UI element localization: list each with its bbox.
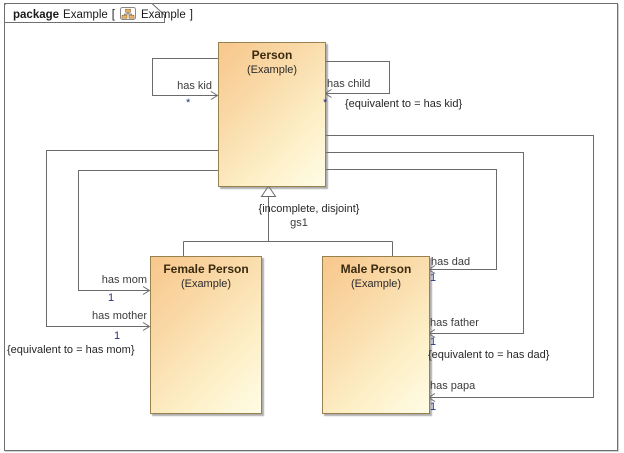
- class-diagram-icon: [119, 7, 136, 23]
- package-keyword: package: [13, 9, 60, 21]
- diagram-name: Example: [140, 9, 186, 21]
- association-label-has-papa[interactable]: has papa: [430, 380, 476, 392]
- association-label-has-dad[interactable]: has dad: [431, 256, 471, 268]
- association-has-mother[interactable]: [46, 150, 219, 331]
- class-package: (Example): [246, 64, 298, 76]
- class-female-person[interactable]: Female Person (Example): [150, 256, 262, 414]
- class-name: Male Person: [340, 262, 412, 276]
- class-male-person[interactable]: Male Person (Example): [322, 256, 430, 414]
- arrowhead-icon: [142, 322, 151, 331]
- association-label-has-father[interactable]: has father: [430, 317, 479, 329]
- multiplicity-has-child[interactable]: *: [323, 97, 328, 109]
- association-label-has-mom[interactable]: has mom: [101, 274, 147, 286]
- constraint-has-mother[interactable]: {equivalent to = has mom}: [7, 344, 135, 356]
- constraint-has-child[interactable]: {equivalent to = has kid}: [345, 98, 463, 110]
- association-has-mom[interactable]: [78, 170, 219, 295]
- multiplicity-has-kid[interactable]: *: [186, 97, 191, 109]
- multiplicity-has-mom[interactable]: 1: [108, 292, 115, 304]
- generalization-constraint[interactable]: {incomplete, disjoint}: [258, 203, 360, 215]
- generalization-set[interactable]: [183, 185, 393, 256]
- package-name: Example: [63, 9, 108, 21]
- class-name: Female Person: [163, 262, 249, 276]
- multiplicity-has-father[interactable]: 1: [430, 336, 437, 348]
- association-label-has-mother[interactable]: has mother: [91, 310, 147, 322]
- bracket-open: [: [111, 9, 115, 21]
- arrowhead-icon: [142, 286, 151, 295]
- association-label-has-kid[interactable]: has kid: [177, 80, 212, 92]
- class-package: (Example): [180, 278, 232, 290]
- association-label-has-child[interactable]: has child: [327, 78, 371, 90]
- association-has-kid[interactable]: [152, 58, 219, 100]
- constraint-has-father[interactable]: {equivalent to = has dad}: [428, 349, 550, 361]
- generalization-triangle-icon: [260, 185, 277, 197]
- class-person[interactable]: Person (Example): [218, 42, 326, 187]
- generalization-set-name[interactable]: gs1: [290, 217, 308, 229]
- package-header-text: package Example [ Example ]: [13, 7, 193, 23]
- bracket-close: ]: [189, 9, 193, 21]
- multiplicity-has-papa[interactable]: 1: [430, 401, 437, 413]
- class-package: (Example): [350, 278, 402, 290]
- multiplicity-has-mother[interactable]: 1: [114, 330, 121, 342]
- class-name: Person: [251, 48, 293, 62]
- multiplicity-has-dad[interactable]: 1: [430, 272, 437, 284]
- arrowhead-icon: [210, 91, 219, 100]
